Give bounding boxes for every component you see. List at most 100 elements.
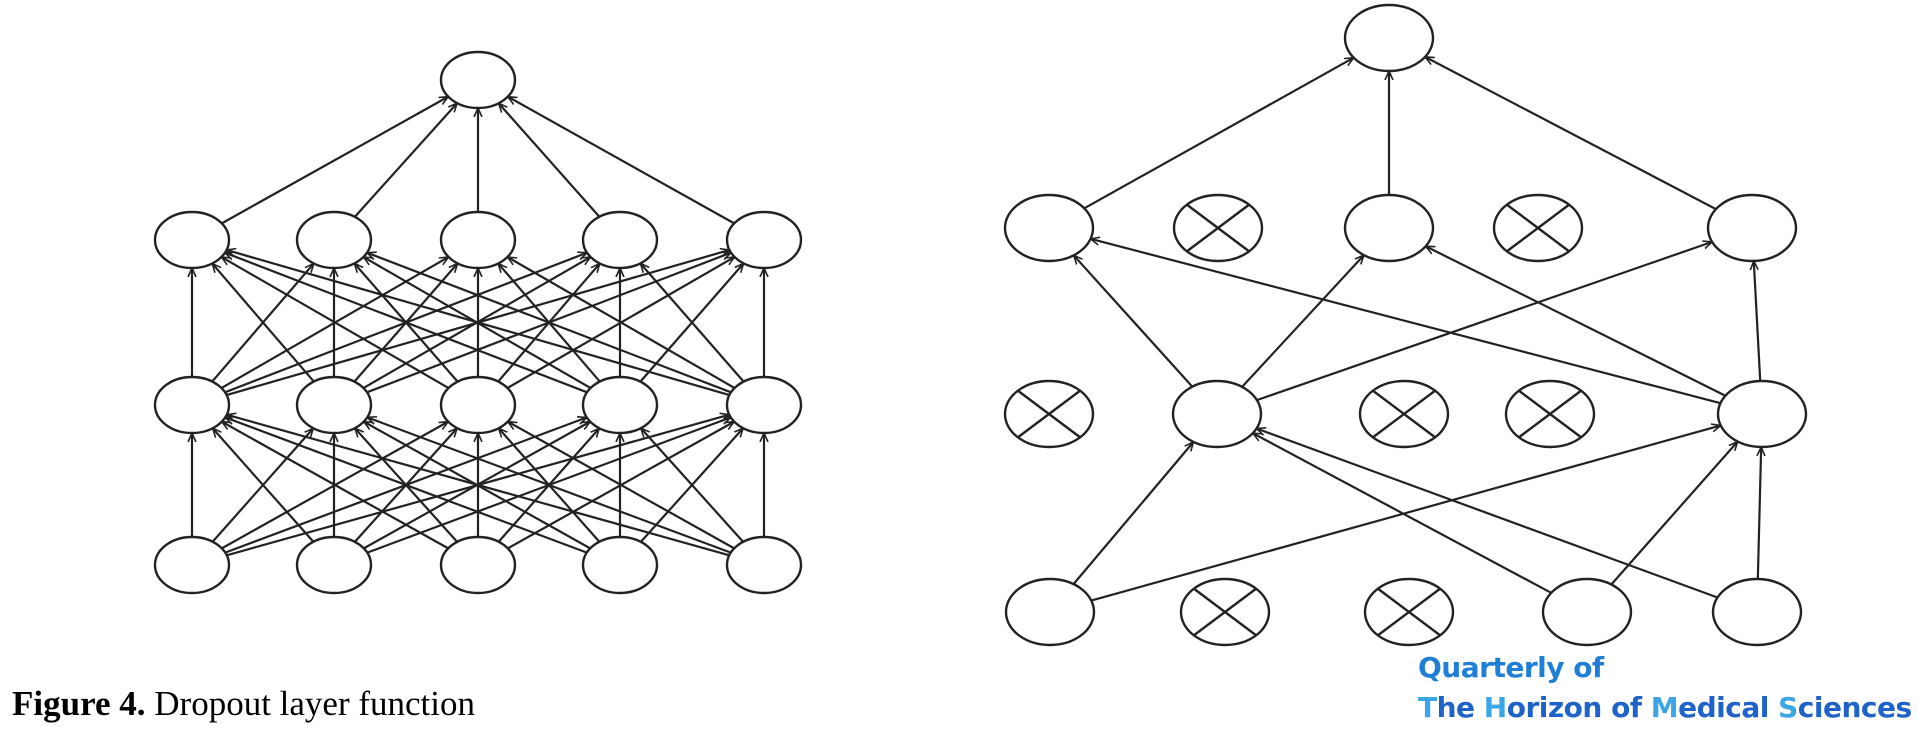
neuron-circle [153,535,231,595]
standard-network-edge [507,257,736,389]
neuron-circle [1541,577,1633,647]
dropout-cross [1376,587,1442,637]
neuron-circle [295,535,373,595]
logo-text-part: orizon of [1506,691,1651,724]
dropout-network-edge [1074,255,1194,388]
neuron-circle [1003,193,1095,263]
neuron-circle [581,535,659,595]
logo-text-part: T [1418,691,1437,724]
neuron [581,375,659,435]
logo-text-part: H [1483,691,1507,724]
dropout-network-edge [1425,55,1717,211]
logo-text-part: M [1650,691,1679,724]
neuron-circle [1706,193,1798,263]
neuron-circle [295,375,373,435]
standard-network-edge [508,422,735,550]
dropout-network-edge [1754,261,1762,382]
neuron [295,210,373,270]
dropout-network-edge [1072,442,1194,585]
logo-text-part: ciences [1797,691,1912,724]
neuron [581,535,659,595]
standard-network-edge [367,417,732,554]
dropout-network-edge [1241,255,1364,388]
nodes-layer [153,3,1808,647]
edges-layer [192,55,1762,602]
dropout-network-edge [1253,432,1552,594]
neuron-circle [153,210,231,270]
dropped-neuron [1172,193,1264,263]
neuron-circle [1343,193,1435,263]
figure-caption: Figure 4. Dropout layer function [12,684,475,724]
neuron-circle [439,535,517,595]
neuron [295,535,373,595]
neuron-circle [1004,577,1096,647]
journal-logo-line2: The Horizon of Medical Sciences [1418,688,1912,728]
neuron [1711,577,1803,647]
logo-text-part: S [1778,691,1798,724]
neuron-circle [295,210,373,270]
standard-network-edge [367,253,732,394]
neuron-circle [725,375,803,435]
dropout-network-edge [1426,245,1726,397]
dropout-network-edge [1083,58,1353,210]
standard-network-edge [227,250,730,397]
neuron [153,375,231,435]
dropout-network-edge [1256,242,1712,402]
dropout-cross [1505,203,1571,253]
neuron [153,535,231,595]
standard-network-edge [499,103,601,218]
standard-network-edge [222,422,449,550]
neuron-circle [1343,3,1435,73]
dropped-neuron [1492,193,1584,263]
dropout-cross [1371,389,1437,439]
journal-logo-line1: Quarterly of [1418,651,1604,684]
neuron-circle [439,375,517,435]
neuron [1003,193,1095,263]
dropout-network-edge [1257,428,1718,599]
neuron-circle [581,210,659,270]
neuron [725,210,803,270]
dropped-neuron [1358,379,1450,449]
dropout-network-edge [1610,442,1737,586]
standard-network-edge [640,263,745,383]
standard-network-edge [221,97,448,225]
figure-label: Figure 4. [12,684,146,723]
dropout-cross [1192,587,1258,637]
neuron-circle [1711,577,1803,647]
figure-caption-text: Dropout layer function [145,684,476,723]
neuron-circle [725,210,803,270]
dropped-neuron [1504,379,1596,449]
neuron [1343,3,1435,73]
dropout-cross [1185,203,1251,253]
dropped-neuron [1003,379,1095,449]
neuron [439,375,517,435]
neuron [1706,193,1798,263]
dropped-neuron [1363,577,1455,647]
neuron-circle [581,375,659,435]
standard-network-edge [227,415,730,557]
standard-network-edge [221,257,450,389]
dropout-cross [1517,389,1583,439]
standard-network-edge [641,428,744,543]
standard-network-edge [225,253,588,394]
standard-network-edge [508,97,735,225]
neuron [725,375,803,435]
neuron-circle [439,210,517,270]
neuron [1343,193,1435,263]
neuron [439,50,517,110]
neuron [1004,577,1096,647]
neuron [295,375,373,435]
dropout-network-edge [1090,425,1720,602]
journal-logo: Quarterly of The Horizon of Medical Scie… [1418,648,1912,728]
neuron-circle [725,535,803,595]
dropout-network-edge [1758,447,1761,580]
neuron-circle [153,375,231,435]
standard-network-edge [212,263,315,383]
neuron-circle [439,50,517,110]
neuron-circle [1716,379,1808,449]
neuron [153,210,231,270]
dropout-network-edge [1091,239,1721,405]
neuron [439,210,517,270]
standard-network-edge [225,417,588,554]
